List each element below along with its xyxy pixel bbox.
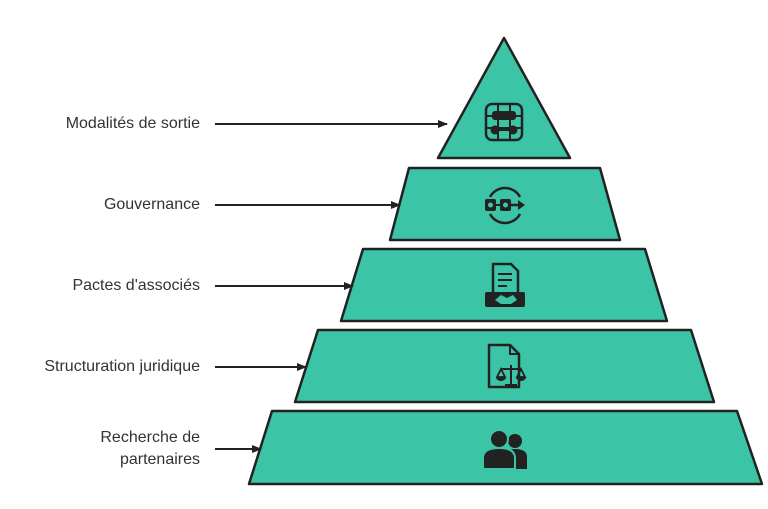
tier-label-text: Pactes d'associés	[72, 277, 200, 294]
governance-cycle-icon	[485, 186, 525, 225]
tier-4-legal-structuring	[293, 328, 716, 404]
tier-1-exit-strategy	[436, 36, 572, 160]
tier-label-gouvernance: Gouvernance	[104, 194, 200, 216]
tier-label-text-line1: Recherche de	[100, 429, 200, 446]
partners-pact-handshake-icon	[485, 262, 525, 307]
tier-label-structuration-juridique: Structuration juridique	[44, 356, 200, 378]
tier-label-text-line2: partenaires	[119, 451, 200, 468]
tier-label-text: Structuration juridique	[44, 358, 200, 375]
exit-strategy-grid-icon	[484, 102, 524, 142]
tier-label-modalites-de-sortie: Modalités de sortie	[66, 113, 200, 135]
legal-document-scales-icon	[487, 343, 527, 389]
partners-people-icon	[482, 429, 527, 470]
tier-label-pactes-d-associes: Pactes d'associés	[72, 275, 200, 297]
tier-label-text: Modalités de sortie	[65, 115, 200, 132]
tier-5-partner-search	[247, 409, 764, 486]
tier-label-recherche-de-partenaires: Recherche de partenaires	[100, 427, 200, 471]
tier-label-text: Gouvernance	[103, 196, 200, 213]
